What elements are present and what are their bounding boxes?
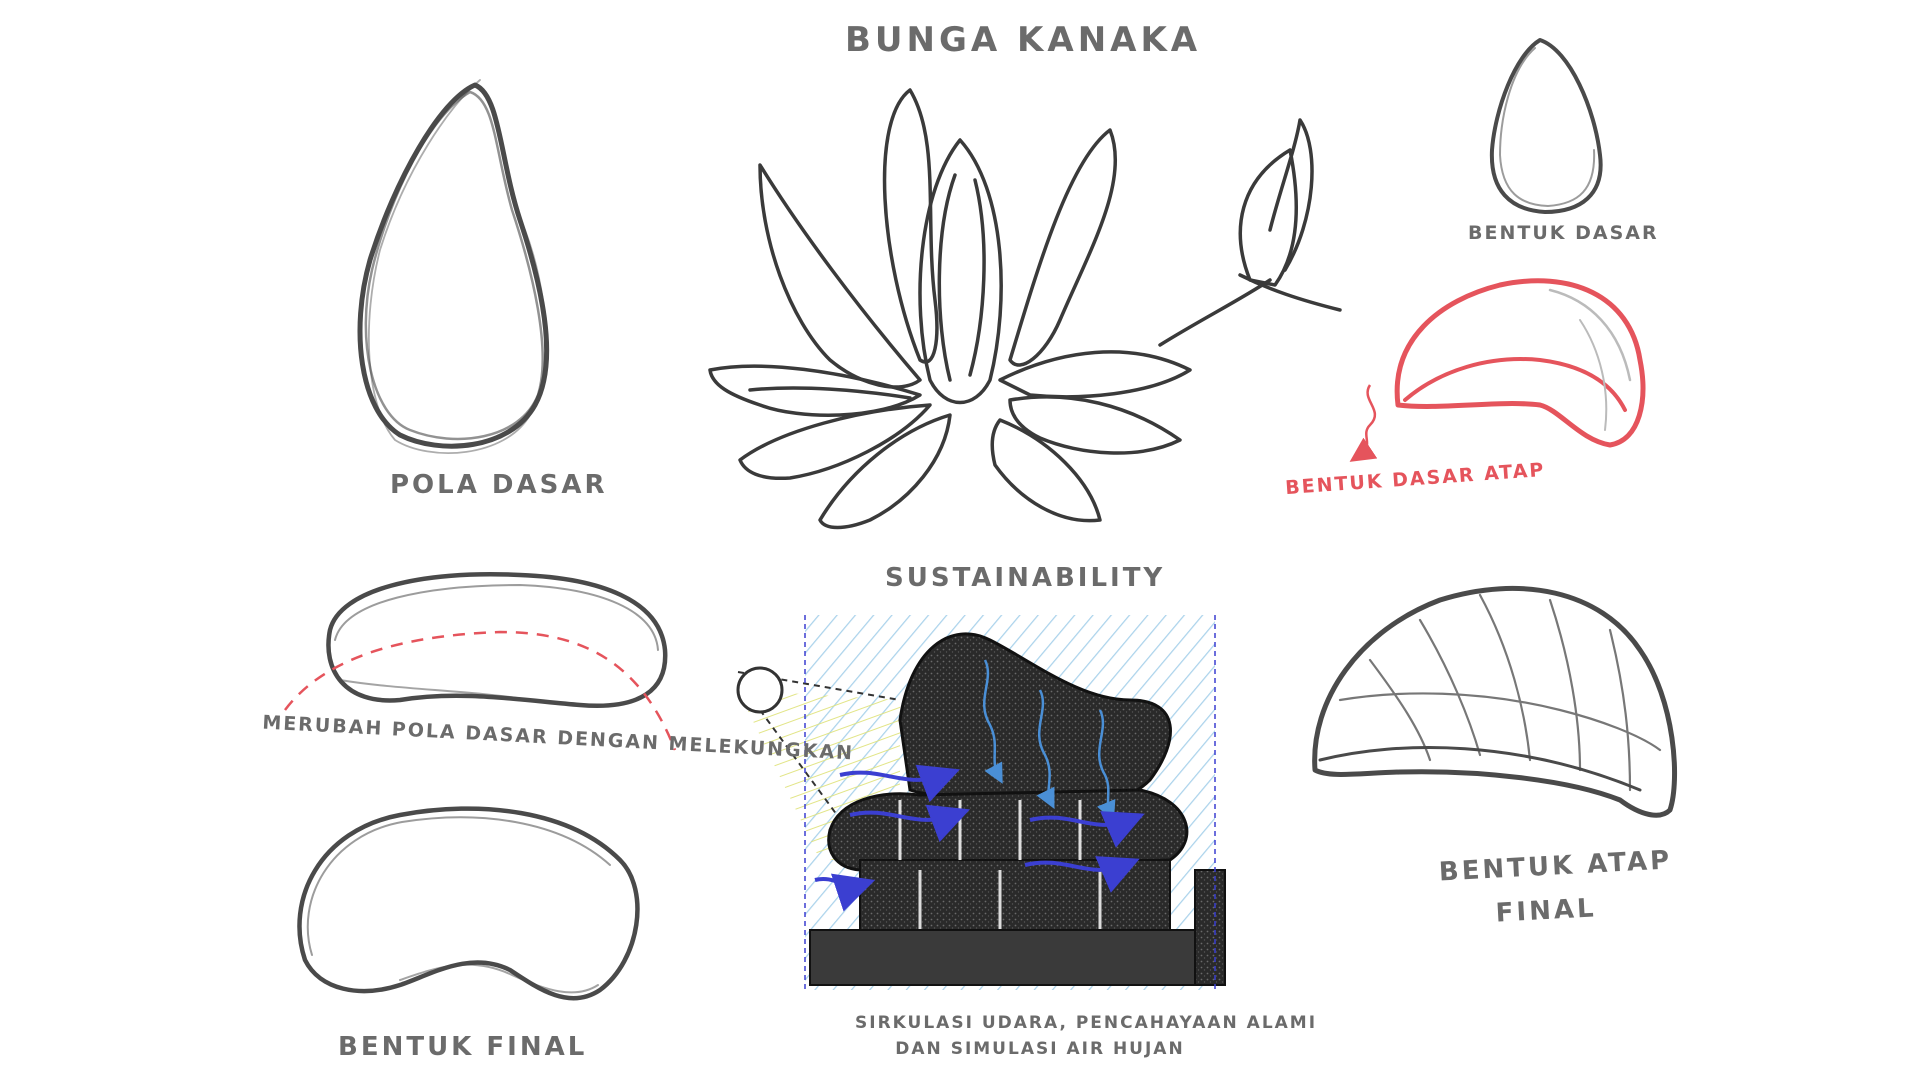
label-bentuk-dasar: BENTUK DASAR — [1468, 222, 1659, 244]
label-pola-dasar: POLA DASAR — [390, 470, 607, 500]
label-sustainability: SUSTAINABILITY — [885, 563, 1165, 593]
bentuk-dasar-teardrop-sketch — [1492, 40, 1601, 212]
label-sirkulasi-line2: DAN SIMULASI AIR HUJAN — [855, 1036, 1225, 1062]
pola-dasar-teardrop-sketch — [360, 80, 547, 453]
bentuk-dasar-atap-red-sketch — [1397, 281, 1643, 445]
merubah-pola-dasar-sketch — [328, 574, 665, 706]
sustainability-illustration — [738, 615, 1225, 990]
label-sirkulasi: SIRKULASI UDARA, PENCAHAYAAN ALAMI DAN S… — [855, 1010, 1225, 1062]
title-bunga-kanaka: BUNGA KANAKA — [845, 20, 1201, 60]
label-sirkulasi-line1: SIRKULASI UDARA, PENCAHAYAAN ALAMI — [855, 1010, 1225, 1036]
bentuk-final-kidney-sketch — [299, 809, 637, 999]
sun-icon — [738, 668, 782, 712]
bentuk-atap-final-sketch — [1315, 588, 1675, 815]
label-bentuk-atap-final: BENTUK ATAP FINAL — [1438, 840, 1652, 939]
red-pointer-arrow — [1360, 385, 1375, 455]
kanaka-flower-sketch — [710, 90, 1340, 528]
label-bentuk-final: BENTUK FINAL — [338, 1032, 587, 1062]
